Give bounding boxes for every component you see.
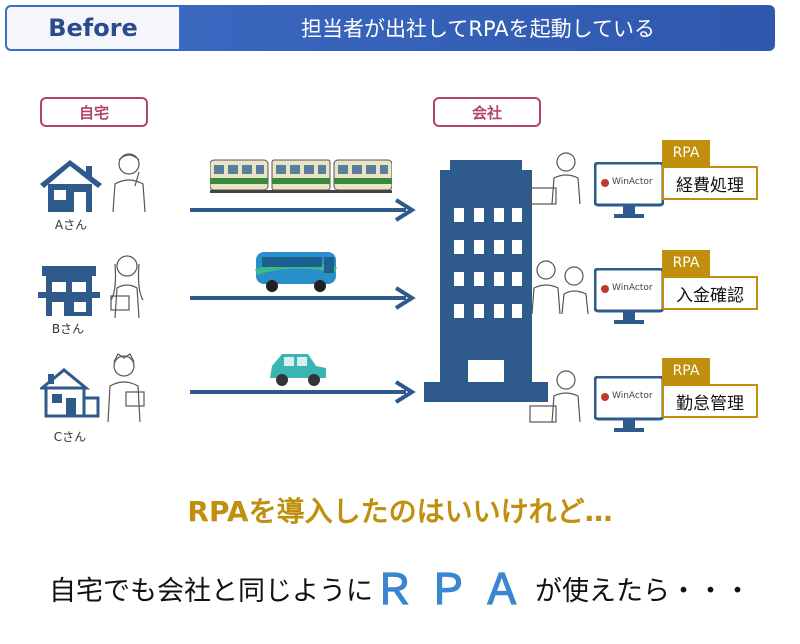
person-c-name: Cさん	[53, 430, 87, 444]
person-a-name: Aさん	[54, 218, 88, 232]
rpa-task-3: 勤怠管理	[662, 384, 758, 418]
home-label: 自宅	[40, 97, 148, 127]
bus-icon	[255, 252, 337, 292]
rpa-tag-1: RPA	[662, 140, 710, 166]
monitor-1-icon	[593, 161, 665, 218]
monitor-2: WinActor	[593, 267, 665, 326]
house-a-icon	[40, 160, 102, 212]
house-b-icon	[38, 266, 100, 316]
header-banner: Before 担当者が出社してRPAを起動している	[5, 5, 775, 51]
monitor-2-icon	[593, 267, 665, 324]
worker-2-figure	[531, 260, 589, 315]
footer-rpa: ＲＰＡ	[372, 565, 535, 614]
worker-1-figure	[529, 152, 581, 205]
person-c-figure	[107, 353, 145, 423]
car-icon	[270, 354, 326, 386]
headline: RPAを導入したのはいいけれど…	[187, 495, 613, 528]
rpa-task-1: 経費処理	[662, 166, 758, 200]
person-b-figure	[110, 255, 144, 319]
office-label: 会社	[433, 97, 541, 127]
winactor-logo-3: WinActor	[612, 391, 653, 401]
train-icon	[210, 159, 392, 193]
monitor-3-icon	[593, 375, 665, 432]
house-c-icon	[40, 368, 100, 418]
person-b-name: Bさん	[51, 322, 85, 336]
winactor-logo-2: WinActor	[612, 283, 653, 293]
footer-pre: 自宅でも会社と同じように	[48, 576, 373, 607]
footer-post: が使えたら・・・	[535, 576, 751, 607]
person-a-figure	[112, 153, 146, 213]
winactor-logo-1: WinActor	[612, 177, 653, 187]
rpa-tag-3: RPA	[662, 358, 710, 384]
office-building-icon	[424, 160, 548, 402]
banner-title: 担当者が出社してRPAを起動している	[300, 17, 656, 41]
monitor-3: WinActor	[593, 375, 665, 434]
monitor-1: WinActor	[593, 161, 665, 220]
worker-3-figure	[529, 370, 581, 423]
before-label: Before	[5, 5, 181, 51]
commute-arrows	[190, 198, 416, 404]
rpa-task-2: 入金確認	[662, 276, 758, 310]
footer-message: 自宅でも会社と同じようにＲＰＡが使えたら・・・	[0, 556, 800, 617]
rpa-tag-2: RPA	[662, 250, 710, 276]
